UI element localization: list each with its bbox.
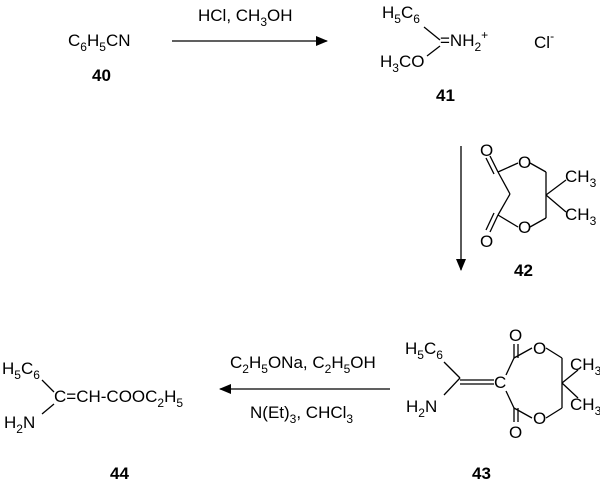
bond-methyl bbox=[545, 179, 567, 196]
bond-c-ome bbox=[426, 45, 441, 57]
compound-40-formula: C6H5CN bbox=[68, 31, 131, 54]
step-1-reagents: HCl, CH3OH bbox=[198, 6, 293, 29]
bond-c-nh2 bbox=[41, 403, 55, 415]
compound-41-phenyl: H5C6 bbox=[382, 3, 420, 26]
compound-40-number: 40 bbox=[92, 66, 111, 85]
bond-c-ph bbox=[423, 26, 441, 41]
bond-methyl bbox=[545, 194, 567, 213]
compound-42: O O O O CH3 CH3 42 bbox=[480, 141, 597, 280]
oxygen-label: O bbox=[480, 232, 493, 251]
step-3-reagents-bottom: N(Et)3, CHCl3 bbox=[250, 403, 353, 426]
compound-44: H5C6 C=CH-COOC2H5 H2N 44 bbox=[2, 359, 183, 483]
bond bbox=[513, 407, 533, 419]
bond bbox=[545, 347, 563, 359]
methyl-label: CH3 bbox=[570, 395, 600, 418]
step-1: HCl, CH3OH bbox=[172, 6, 328, 46]
oxygen-label: O bbox=[509, 326, 522, 345]
compound-41-methoxy: H3CO bbox=[380, 52, 424, 75]
compound-44-phenyl: H5C6 bbox=[2, 359, 40, 382]
compound-41: H5C6 =NH2+ H3CO Cl- 41 bbox=[380, 3, 554, 105]
compound-44-amine: H2N bbox=[4, 413, 35, 436]
methyl-label: CH3 bbox=[570, 355, 600, 378]
bond-carbonyl bbox=[489, 155, 499, 173]
bond bbox=[497, 171, 511, 195]
compound-43-number: 43 bbox=[472, 464, 491, 483]
oxygen-label: O bbox=[480, 141, 493, 160]
oxygen-label: O bbox=[509, 423, 522, 442]
step-3: C2H5ONa, C2H5OH N(Et)3, CHCl3 bbox=[219, 353, 390, 426]
bond-methyl bbox=[561, 382, 579, 399]
bond bbox=[513, 347, 533, 359]
bond bbox=[497, 162, 519, 173]
bond bbox=[545, 407, 563, 419]
compound-43-amine: H2N bbox=[406, 397, 437, 420]
bond bbox=[505, 357, 515, 376]
compound-44-number: 44 bbox=[110, 464, 129, 483]
bond bbox=[529, 162, 547, 173]
compound-40: C6H5CN 40 bbox=[68, 31, 131, 85]
bond-carbonyl bbox=[485, 157, 495, 175]
compound-41-iminium: =NH2+ bbox=[440, 28, 488, 54]
bond bbox=[505, 390, 515, 409]
methyl-label: CH3 bbox=[565, 167, 597, 190]
methyl-label: CH3 bbox=[565, 205, 597, 228]
step-3-reagents-top: C2H5ONa, C2H5OH bbox=[230, 353, 376, 376]
compound-41-number: 41 bbox=[436, 86, 455, 105]
oxygen-label: O bbox=[518, 153, 531, 172]
compound-44-chain: C=CH-COOC2H5 bbox=[54, 387, 183, 410]
oxygen-label: O bbox=[518, 218, 531, 237]
bond-methyl bbox=[561, 369, 579, 384]
bond-carbonyl bbox=[489, 214, 499, 233]
oxygen-label: O bbox=[533, 339, 546, 358]
oxygen-label: O bbox=[533, 409, 546, 428]
bond-c-ph bbox=[443, 361, 461, 379]
bond bbox=[497, 214, 519, 228]
compound-43: H5C6 H2N C O O O O CH3 CH3 43 bbox=[405, 326, 600, 483]
bond-carbonyl bbox=[485, 212, 495, 231]
bond-c-ph bbox=[41, 379, 55, 393]
chloride-counterion: Cl- bbox=[534, 29, 554, 52]
bond bbox=[497, 193, 511, 216]
bond bbox=[529, 217, 547, 228]
ylidene-carbon: C bbox=[494, 373, 506, 392]
bond-c-nh2 bbox=[443, 377, 461, 396]
compound-42-number: 42 bbox=[514, 261, 533, 280]
compound-43-phenyl: H5C6 bbox=[405, 339, 443, 362]
